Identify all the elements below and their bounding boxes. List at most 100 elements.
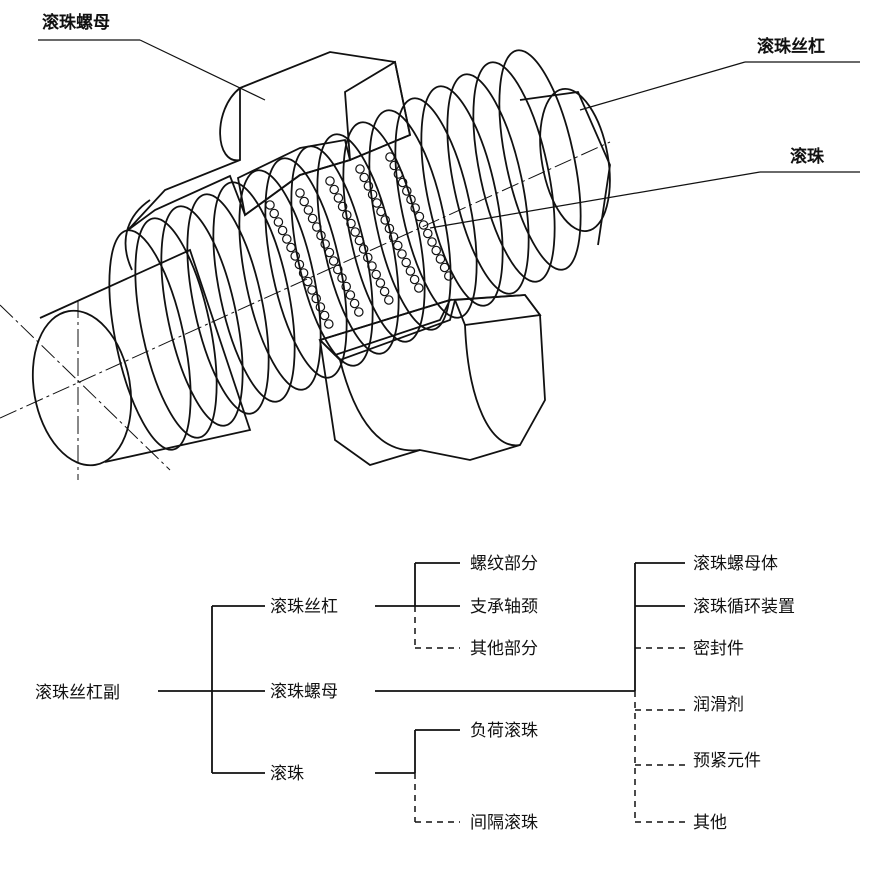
ball (307, 213, 318, 224)
ball (269, 208, 279, 219)
ball (409, 274, 420, 285)
ball (286, 242, 296, 253)
tree-nut-lubricant: 润滑剂 (693, 695, 744, 715)
ball (401, 257, 411, 268)
ball (410, 203, 420, 213)
ball (349, 298, 360, 309)
thread-ring (316, 133, 400, 355)
ball (341, 210, 352, 220)
ball (443, 271, 454, 281)
ball (329, 184, 339, 195)
tree-screw-journal: 支承轴颈 (470, 597, 538, 617)
ball (355, 164, 365, 174)
tree-nut-preload: 预紧元件 (693, 751, 761, 771)
ball (337, 201, 348, 212)
ball (427, 237, 437, 247)
tree-root: 滚珠丝杠副 (35, 683, 120, 703)
ball (393, 169, 404, 179)
tree-nut-body: 滚珠螺母体 (693, 554, 778, 574)
ball (384, 223, 395, 234)
ball (316, 230, 326, 241)
ball (418, 220, 429, 230)
ball (337, 273, 347, 283)
thread-ring (472, 61, 556, 283)
ball (346, 218, 356, 229)
ball (383, 295, 394, 305)
thread-ring (368, 109, 452, 331)
ball (302, 276, 313, 287)
ball-nut-body (124, 51, 412, 271)
thread-ring (446, 73, 530, 295)
ball (273, 217, 284, 227)
thread-ring (394, 97, 478, 319)
tree-nut: 滚珠螺母 (270, 682, 338, 702)
ball (323, 319, 334, 329)
ball (388, 232, 399, 242)
tree-nut-other: 其他 (693, 813, 727, 833)
thread-ring (498, 49, 582, 271)
ball (319, 310, 330, 321)
ball (362, 252, 373, 263)
ball (332, 264, 343, 275)
tree-screw-other: 其他部分 (470, 639, 538, 659)
axis-cross-line (0, 304, 171, 471)
screw-thread-rings (108, 49, 582, 451)
tree-screw: 滚珠丝杠 (270, 597, 338, 617)
screw-shaft-end (31, 248, 252, 467)
thread-ring (212, 181, 296, 403)
ball (371, 198, 382, 208)
ball (315, 302, 326, 312)
thread-ring (186, 193, 270, 415)
ball (397, 177, 408, 188)
label-ball-screw: 滚珠丝杠 (757, 36, 825, 57)
ball (435, 254, 446, 264)
ball (431, 245, 441, 256)
ball (367, 261, 377, 271)
thread-ring (342, 121, 426, 343)
thread-ring (420, 85, 504, 307)
ball (311, 222, 322, 232)
ball (376, 206, 386, 217)
ball (320, 239, 330, 249)
tree-ball-load: 负荷滚珠 (470, 721, 538, 741)
ball (350, 227, 360, 237)
axis-centerline (0, 141, 611, 419)
ball (392, 240, 403, 251)
ball (405, 266, 416, 276)
ball (358, 244, 369, 254)
thread-ring (160, 205, 244, 427)
leader-lines (38, 39, 860, 229)
ball-screw-illustration (0, 49, 611, 480)
ball (324, 247, 335, 258)
thread-ring (238, 169, 322, 391)
ball (439, 262, 450, 273)
tree-screw-thread: 螺纹部分 (470, 554, 538, 574)
ball (422, 228, 433, 239)
composition-tree: 滚珠丝杠副 滚珠丝杠 滚珠螺母 滚珠 螺纹部分 支承轴颈 其他部分 滚珠螺母体 … (35, 554, 795, 833)
tree-ball: 滚珠 (270, 764, 304, 784)
ball-nut-lower-section (318, 294, 546, 466)
ball (341, 281, 351, 292)
ball (363, 181, 374, 191)
ball (397, 249, 407, 259)
ball-rows (265, 152, 454, 329)
ball (298, 268, 309, 278)
ball (295, 188, 305, 198)
ball (325, 176, 335, 186)
ball (294, 259, 305, 270)
label-ball-nut: 滚珠螺母 (42, 12, 110, 33)
ball (359, 172, 369, 183)
ball (307, 285, 317, 295)
ball (380, 215, 390, 225)
tree-nut-seal: 密封件 (693, 639, 744, 659)
label-ball: 滚珠 (790, 146, 825, 167)
ball (401, 186, 412, 196)
ball (299, 196, 309, 207)
tree-ball-spacer: 间隔滚珠 (470, 813, 538, 833)
ball (265, 200, 275, 210)
thread-ring (264, 157, 348, 379)
ball (353, 307, 364, 317)
thread-ring (134, 217, 218, 439)
screw-right-end (519, 87, 611, 246)
